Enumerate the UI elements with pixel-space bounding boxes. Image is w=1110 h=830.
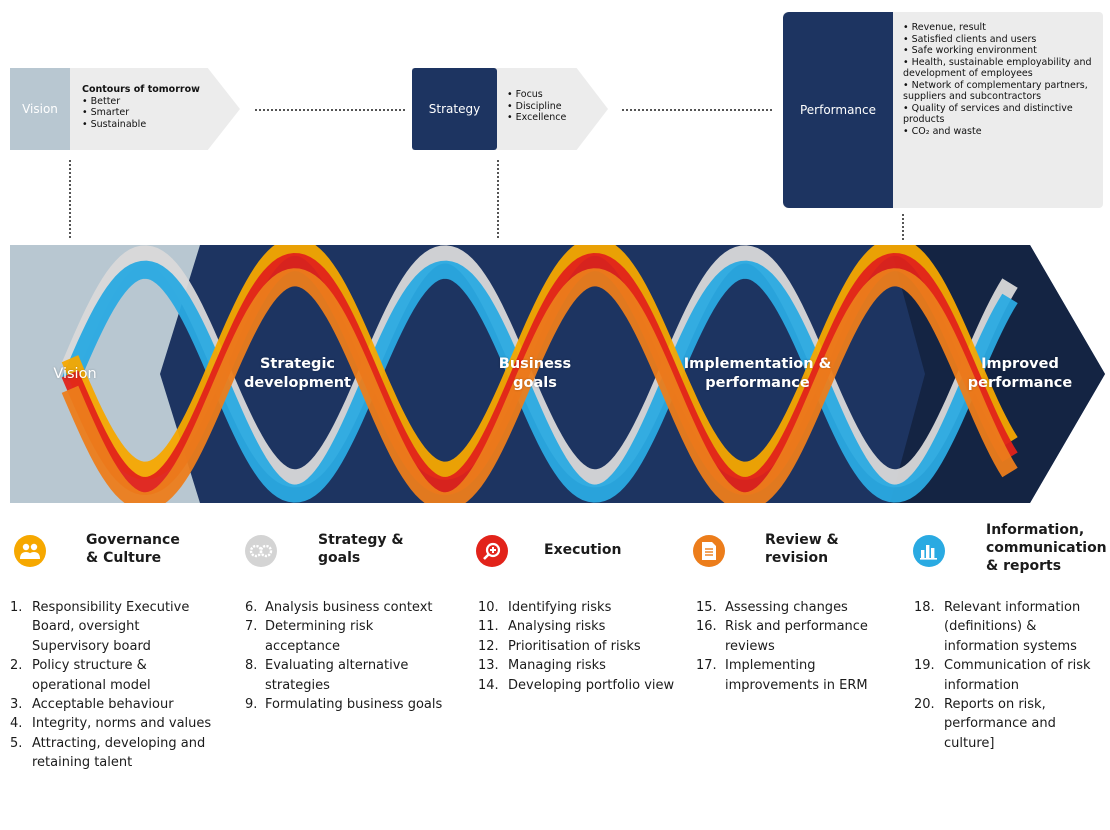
performance-item: Safe working environment bbox=[903, 45, 1098, 57]
strategy-item: Excellence bbox=[507, 112, 597, 124]
list-item: 6.Analysis business context bbox=[245, 600, 433, 615]
connector-strategy-performance bbox=[622, 109, 772, 111]
connector-vision-strategy bbox=[255, 109, 405, 111]
performance-item: Network of complementary partners, suppl… bbox=[903, 80, 1098, 103]
vision-item: Sustainable bbox=[82, 119, 222, 131]
strategy-tab: Strategy bbox=[412, 68, 497, 150]
list-item: 4.Integrity, norms and values bbox=[10, 716, 212, 732]
column-information-title: Information, communication & reports bbox=[986, 522, 1107, 574]
people-icon bbox=[20, 543, 40, 559]
column-governance-list: 1.Responsibility Executive Board, oversi… bbox=[10, 598, 220, 773]
list-item: 12.Prioritisation of risks bbox=[478, 638, 641, 654]
column-execution-list: 10.Identifying risks 11.Analysing risks … bbox=[478, 598, 678, 695]
list-item: 16.Risk and performance reviews bbox=[696, 619, 868, 654]
strategy-item: Discipline bbox=[507, 101, 597, 113]
vision-item: Smarter bbox=[82, 107, 222, 119]
list-item: 11.Analysing risks bbox=[478, 619, 606, 635]
column-review-icon-wrap bbox=[693, 535, 725, 567]
performance-item: Health, sustainable employability and de… bbox=[903, 57, 1098, 80]
list-item: 14.Developing portfolio view bbox=[478, 677, 675, 693]
gears-icon bbox=[249, 544, 273, 558]
column-execution-icon-wrap bbox=[476, 535, 508, 567]
helix-strand-a-2 bbox=[61, 268, 1018, 503]
list-item: 13.Managing risks bbox=[478, 658, 606, 674]
list-item: 8.Evaluating alternative strategies bbox=[245, 658, 409, 693]
list-item: 20.Reports on risk, performance and cult… bbox=[914, 697, 1056, 751]
list-item: 2.Policy structure & operational model bbox=[10, 658, 151, 693]
connector-vision-down bbox=[69, 160, 71, 238]
document-icon bbox=[702, 542, 716, 560]
column-strategy-title: Strategy & goals bbox=[318, 532, 404, 566]
list-item: 9.Formulating business goals bbox=[245, 697, 443, 713]
performance-item: Revenue, result bbox=[903, 22, 1098, 34]
column-review-list: 15.Assessing changes 16.Risk and perform… bbox=[696, 598, 886, 695]
stage-vision: Vision bbox=[53, 366, 97, 382]
list-item: 18.Relevant information (definitions) & … bbox=[914, 600, 1081, 654]
stage-strategic-development: Strategic development bbox=[243, 356, 351, 391]
list-item: 5.Attracting, developing and retaining t… bbox=[10, 735, 206, 771]
list-item: 3.Acceptable behaviour bbox=[10, 697, 174, 713]
helix-strand-b-1 bbox=[61, 260, 1018, 503]
list-item: 1.Responsibility Executive Board, oversi… bbox=[10, 600, 190, 654]
list-item: 15.Assessing changes bbox=[696, 600, 848, 615]
list-item: 10.Identifying risks bbox=[478, 600, 612, 615]
strategy-list: Focus Discipline Excellence bbox=[507, 89, 597, 124]
vision-tab: Vision bbox=[10, 68, 70, 150]
vision-contours-list: Contours of tomorrow Better Smarter Sust… bbox=[82, 84, 222, 130]
column-review-title: Review & revision bbox=[765, 532, 839, 566]
magnifier-plus-icon bbox=[483, 542, 501, 560]
connector-performance-down bbox=[902, 214, 904, 240]
column-information-list: 18.Relevant information (definitions) & … bbox=[914, 598, 1106, 753]
bar-chart-icon bbox=[920, 545, 937, 560]
list-item: 7.Determining risk acceptance bbox=[245, 619, 374, 654]
stage-implementation-performance: Implementation & performance bbox=[683, 356, 832, 391]
performance-list: Revenue, result Satisfied clients and us… bbox=[903, 22, 1098, 137]
vision-item: Better bbox=[82, 96, 222, 108]
performance-item: CO₂ and waste bbox=[903, 126, 1098, 138]
performance-tab: Performance bbox=[783, 12, 893, 208]
list-item: 17.Implementing improvements in ERM bbox=[696, 658, 868, 693]
process-band bbox=[10, 245, 1105, 503]
helix-ribbons bbox=[61, 245, 1018, 503]
stage-business-goals: Business goals bbox=[498, 356, 572, 391]
column-information-icon-wrap bbox=[913, 535, 945, 567]
column-strategy-list: 6.Analysis business context 7.Determinin… bbox=[245, 598, 445, 714]
list-item: 19.Communication of risk information bbox=[914, 658, 1091, 693]
performance-item: Satisfied clients and users bbox=[903, 34, 1098, 46]
column-governance-icon-wrap bbox=[14, 535, 46, 567]
column-governance-title: Governance & Culture bbox=[86, 532, 180, 566]
vision-contours-heading: Contours of tomorrow bbox=[82, 84, 200, 95]
connector-strategy-down bbox=[497, 160, 499, 238]
performance-item: Quality of services and distinctive prod… bbox=[903, 103, 1098, 126]
column-strategy-icon-wrap bbox=[245, 535, 277, 567]
strategy-item: Focus bbox=[507, 89, 597, 101]
column-execution-title: Execution bbox=[544, 542, 622, 558]
stage-improved-performance: Improved performance bbox=[967, 356, 1073, 391]
band-vision-section bbox=[10, 245, 200, 503]
